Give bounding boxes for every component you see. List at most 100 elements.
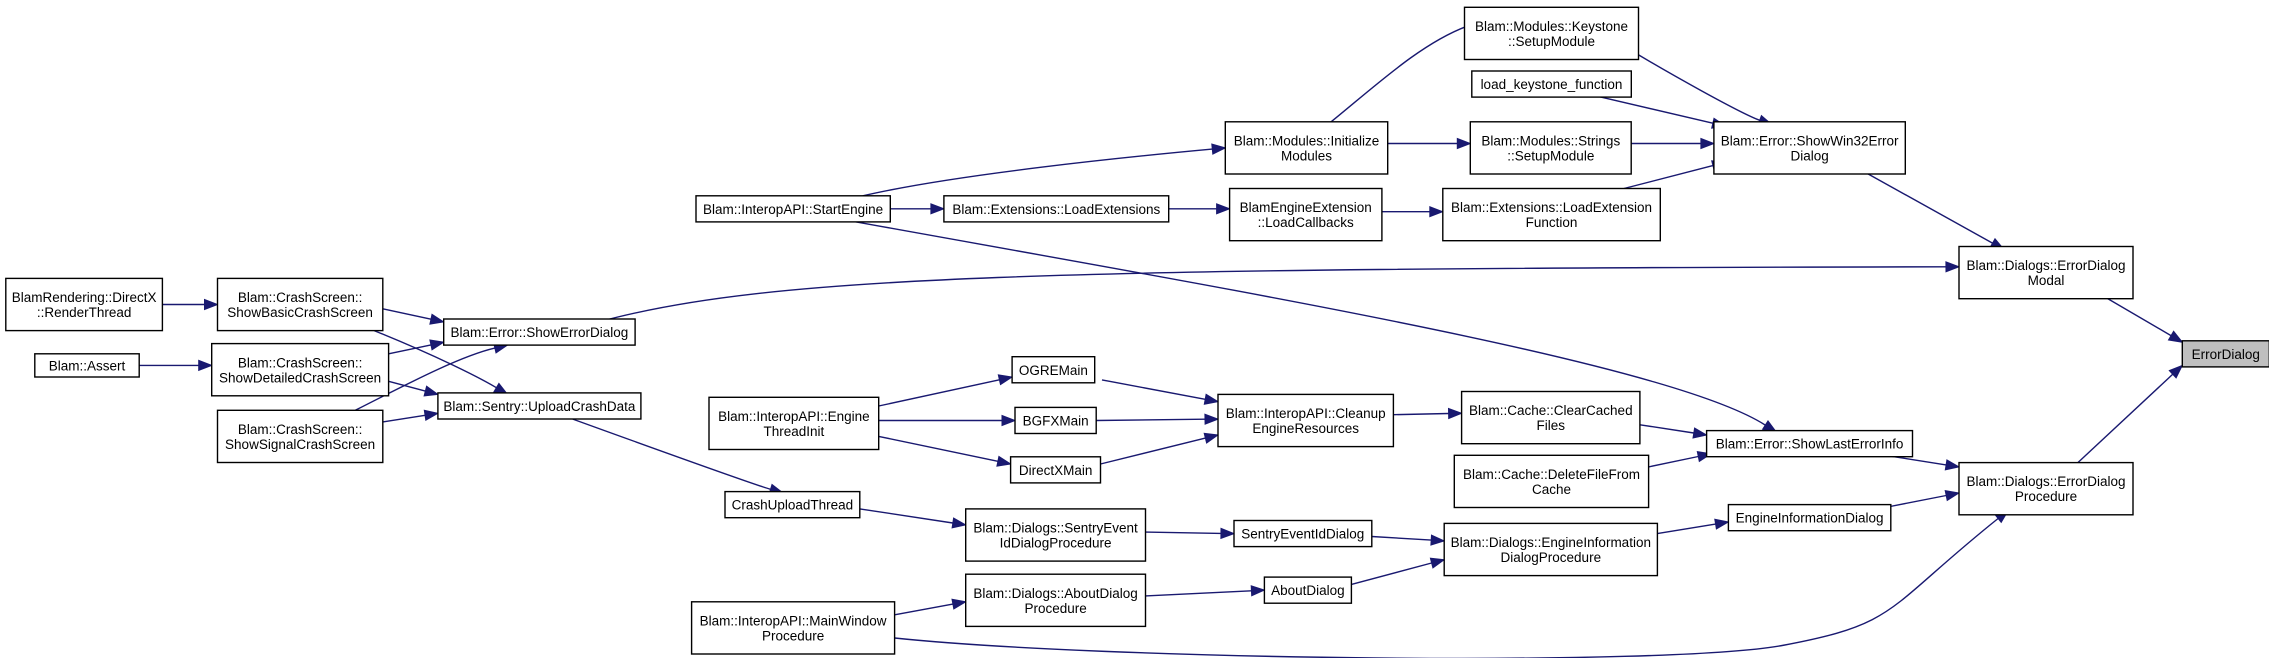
call-edge-showBasic-to-showErrorDialog (382, 308, 446, 325)
node-label: Modules (1281, 148, 1332, 163)
edge-arrowhead (1203, 393, 1220, 405)
function-node-startEngine[interactable]: Blam::InteropAPI::StartEngine (695, 195, 892, 223)
node-label: Blam::Cache::DeleteFileFrom (1463, 467, 1640, 482)
node-label: Blam::Assert (49, 358, 126, 373)
call-edge-showDetailed-to-showErrorDialog (388, 339, 446, 355)
node-box (1014, 406, 1097, 435)
function-node-ogreMain[interactable]: OGREMain (1011, 356, 1096, 384)
edge-arrowhead (930, 203, 946, 215)
edge-arrowhead (1220, 527, 1236, 540)
call-edge-engineThreadInit-to-directxMain (878, 435, 1012, 467)
function-node-aboutDialog[interactable]: AboutDialog (1263, 576, 1353, 604)
function-node-engineInfoDialog[interactable]: EngineInformationDialog (1727, 503, 1892, 532)
edge-line (878, 379, 1000, 407)
node-box (437, 392, 642, 420)
edge-line (1371, 535, 1432, 541)
edge-line (1623, 164, 1714, 190)
edge-arrowhead (951, 517, 968, 529)
node-box (1442, 187, 1662, 242)
function-node-stringsSetup[interactable]: Blam::Modules::Strings::SetupModule (1469, 121, 1632, 175)
edge-line (382, 414, 426, 423)
edge-arrowhead (1944, 489, 1961, 502)
call-edge-engineInfoDialog-to-errorDialogProc (1884, 489, 1961, 509)
call-edge-showWin32-to-errorDialogModal (1846, 161, 2006, 251)
node-label: Blam::Dialogs::ErrorDialog (1966, 258, 2125, 273)
function-node-showLastError[interactable]: Blam::Error::ShowLastErrorInfo (1705, 429, 1914, 458)
edge-arrowhead (198, 359, 214, 372)
edge-line (598, 266, 1947, 323)
edge-line (1639, 424, 1694, 434)
node-box (1009, 456, 1102, 484)
function-node-loadExtensions[interactable]: Blam::Extensions::LoadExtensions (943, 195, 1170, 223)
call-edge-startEngine-to-loadExtensions (890, 203, 946, 215)
node-label: DirectXMain (1019, 463, 1093, 478)
node-label: Blam::CrashScreen:: (238, 355, 363, 370)
function-node-errorDialog[interactable]: ErrorDialog (2181, 340, 2269, 368)
node-box (1011, 356, 1096, 384)
node-label: Blam::Modules::Strings (1481, 133, 1620, 148)
edge-line (862, 148, 1213, 197)
function-node-keystoneSetup[interactable]: Blam::Modules::Keystone::SetupModule (1463, 6, 1640, 61)
edge-line (388, 344, 432, 355)
node-label: Blam::CrashScreen:: (238, 422, 363, 437)
node-box (1471, 70, 1633, 98)
node-box (216, 409, 384, 464)
call-edge-bgfxMain-to-cleanupResources (1096, 413, 1220, 425)
call-edge-aboutDialog-to-engineInfoProc (1351, 557, 1446, 586)
node-box (1443, 522, 1659, 577)
function-node-sentryEventIdProc[interactable]: Blam::Dialogs::SentryEventIdDialogProced… (965, 508, 1147, 562)
node-box (1713, 121, 1907, 175)
function-node-showErrorDialog[interactable]: Blam::Error::ShowErrorDialog (443, 318, 636, 346)
function-node-showSignal[interactable]: Blam::CrashScreen::ShowSignalCrashScreen (216, 409, 384, 464)
edge-arrowhead (429, 339, 446, 351)
call-edge-startEngine-to-modulesInit (862, 143, 1227, 197)
node-label: SentryEventIdDialog (1241, 527, 1364, 542)
node-box (34, 353, 140, 378)
edge-arrowhead (1447, 407, 1463, 420)
function-node-directxMain[interactable]: DirectXMain (1009, 456, 1102, 484)
edge-arrowhead (1692, 427, 1708, 439)
call-edge-errorDialogProc-to-errorDialog (2075, 364, 2184, 465)
edge-line (1884, 494, 1947, 509)
function-node-crashUploadThread[interactable]: CrashUploadThread (724, 490, 861, 519)
edge-line (894, 603, 954, 616)
edge-arrowhead (423, 409, 440, 421)
function-node-uploadCrashData[interactable]: Blam::Sentry::UploadCrashData (437, 392, 642, 420)
node-box (1224, 121, 1389, 175)
node-box (965, 573, 1147, 628)
function-node-assert[interactable]: Blam::Assert (34, 353, 140, 378)
function-node-sentryEventIdDialog[interactable]: SentryEventIdDialog (1233, 519, 1373, 548)
edge-arrowhead (996, 455, 1012, 467)
function-node-loadCallbacks[interactable]: BlamEngineExtension::LoadCallbacks (1228, 187, 1383, 242)
edge-line (373, 329, 497, 389)
edge-line (1846, 161, 1993, 244)
node-box (943, 195, 1170, 223)
edge-arrowhead (1204, 413, 1220, 425)
edge-arrowhead (1945, 261, 1961, 273)
node-label: CrashUploadThread (732, 498, 854, 513)
function-node-bgfxMain[interactable]: BGFXMain (1014, 406, 1097, 435)
edge-line (855, 221, 1766, 426)
function-node-showBasic[interactable]: Blam::CrashScreen::ShowBasicCrashScreen (216, 277, 384, 332)
node-label: Procedure (1024, 601, 1086, 616)
function-node-showDetailed[interactable]: Blam::CrashScreen::ShowDetailedCrashScre… (210, 342, 390, 397)
function-node-engineInfoProc[interactable]: Blam::Dialogs::EngineInformationDialogPr… (1443, 522, 1659, 577)
node-label: BlamRendering::DirectX (12, 290, 157, 305)
node-box (1453, 454, 1650, 509)
function-node-loadKeystoneFn[interactable]: load_keystone_function (1471, 70, 1633, 98)
edge-line (859, 508, 953, 524)
function-node-renderThread[interactable]: BlamRendering::DirectX::RenderThread (5, 277, 164, 332)
edge-arrowhead (429, 313, 446, 325)
call-edge-loadCallbacks-to-loadExtFn (1381, 205, 1445, 218)
